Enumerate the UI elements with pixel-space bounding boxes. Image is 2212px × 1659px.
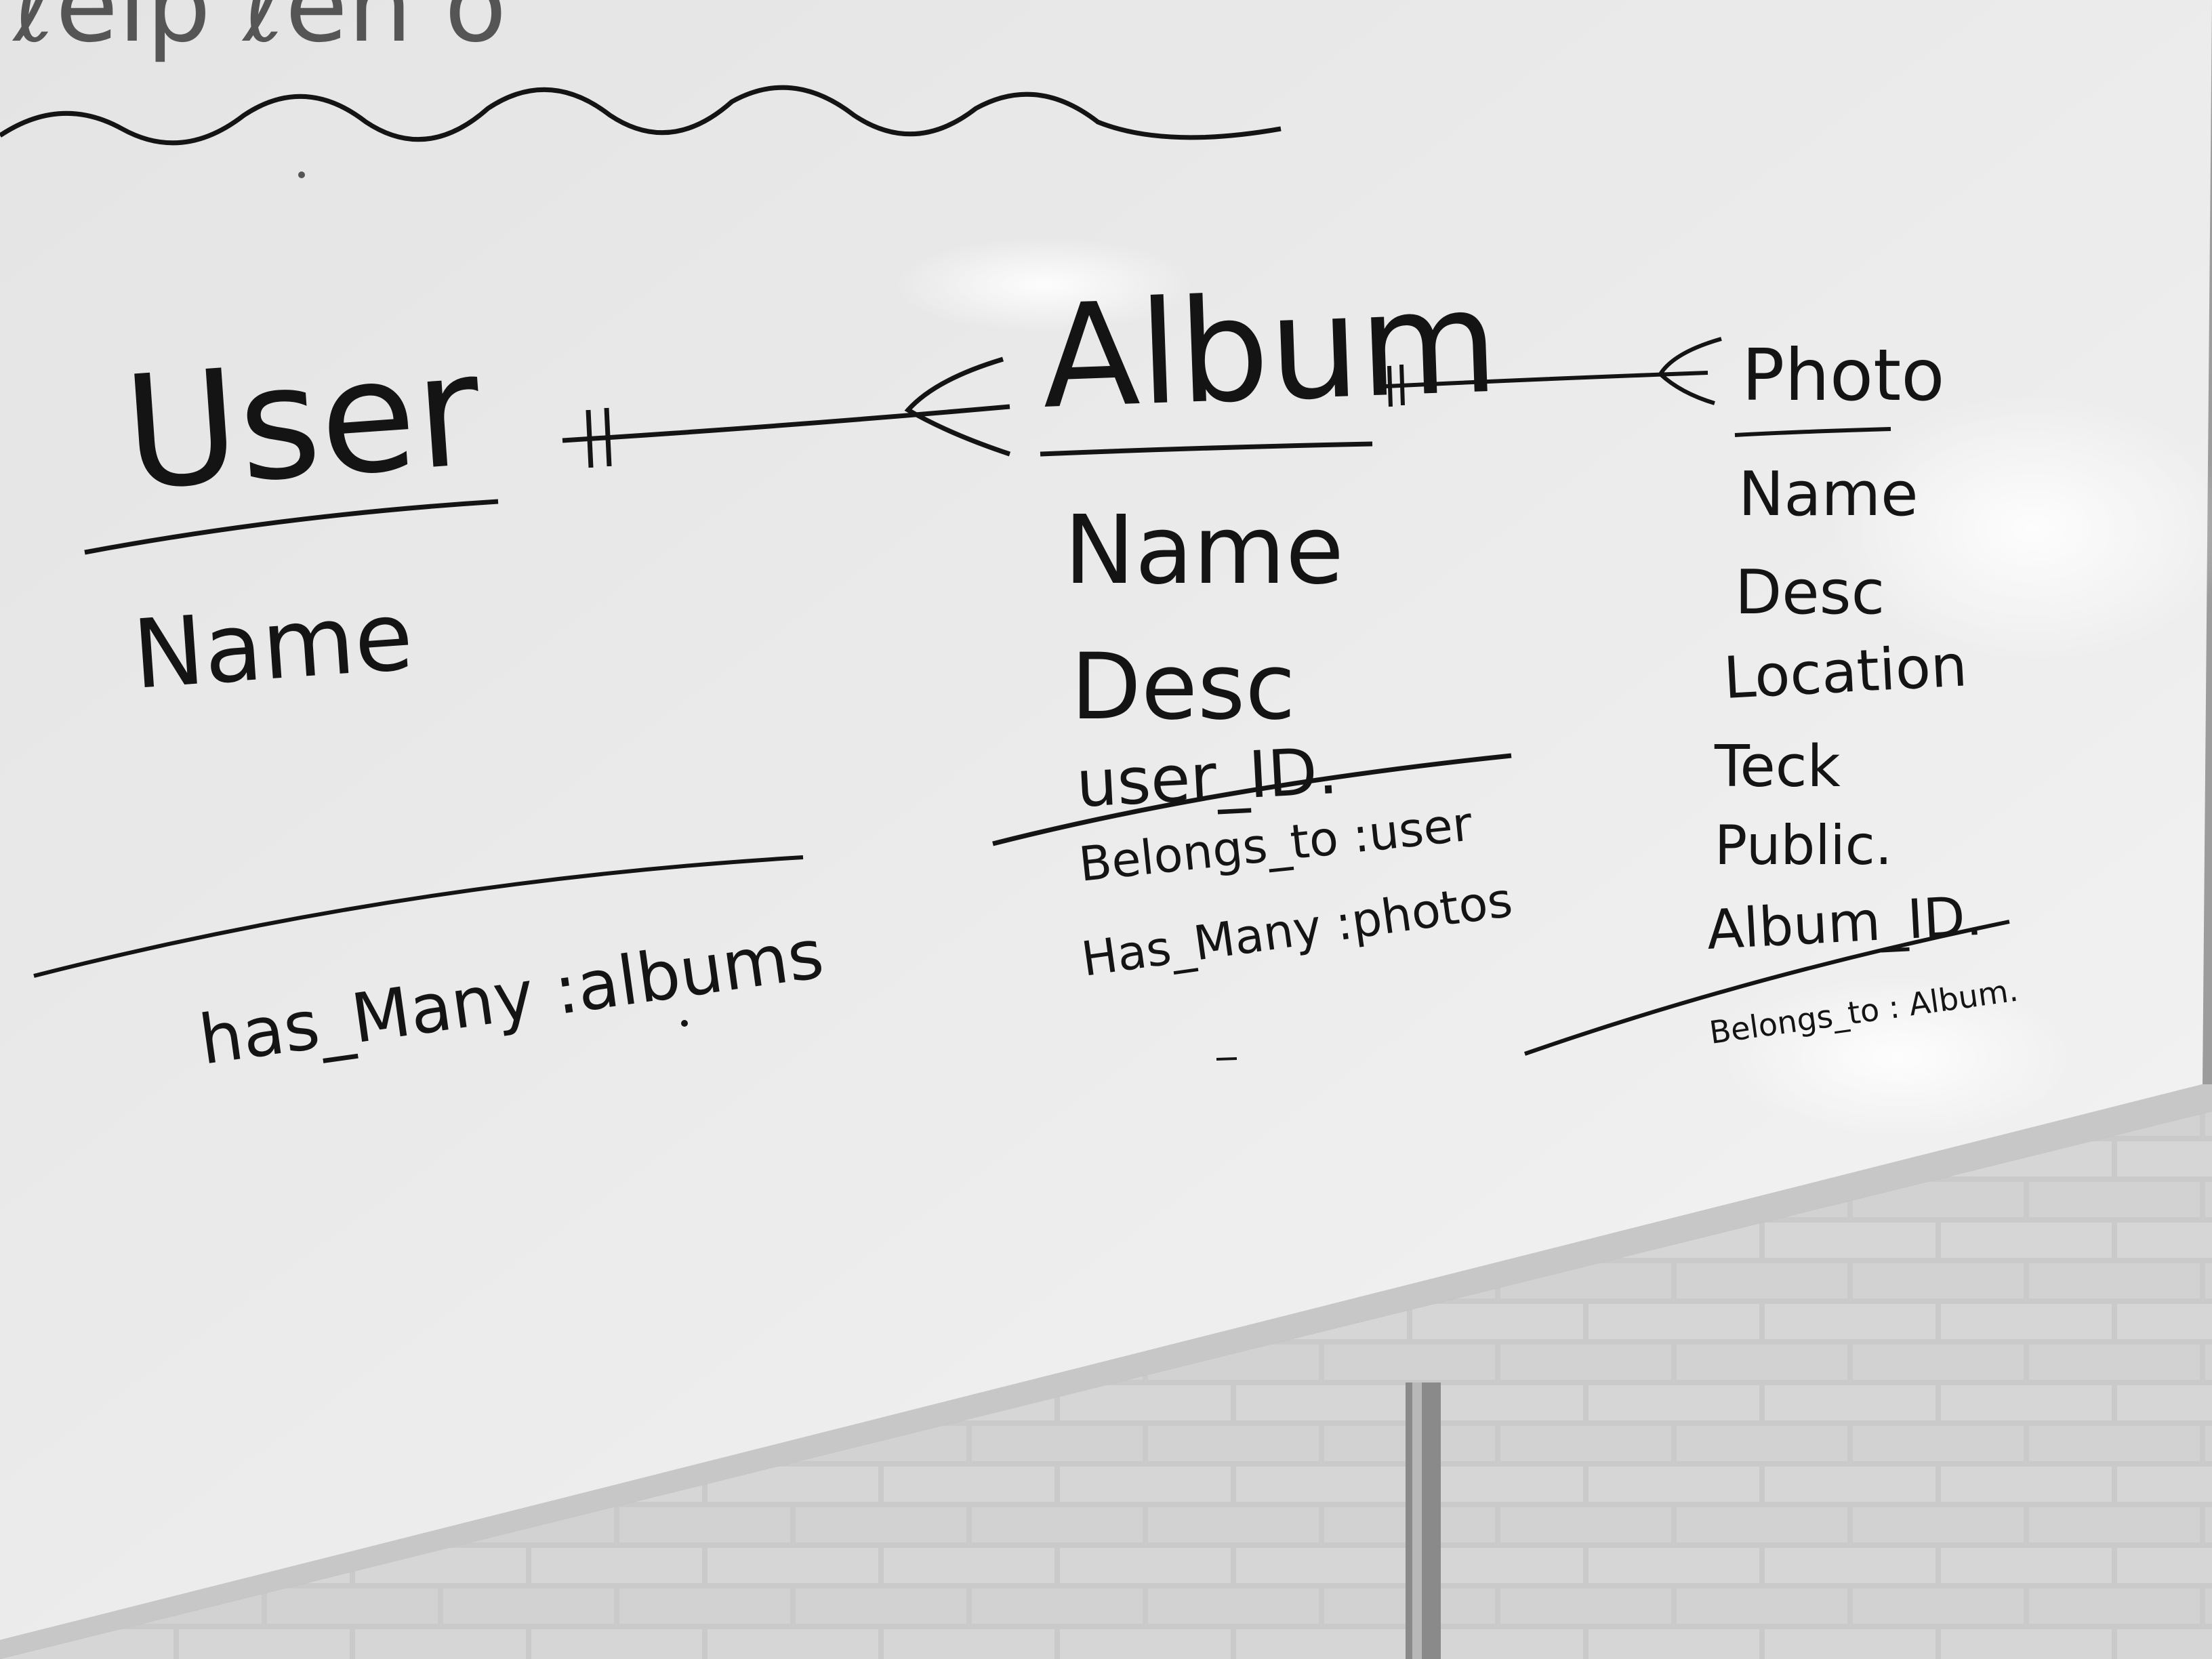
entity-photo-attr-location: Location	[1722, 632, 1969, 712]
entity-user-title-underline	[84, 499, 499, 555]
marker-dot	[681, 1020, 688, 1027]
relationship-album-photo	[1385, 337, 1722, 407]
entity-user-title: User	[119, 320, 486, 525]
one-marker-icon	[586, 407, 612, 468]
crow-foot-icon	[904, 356, 1011, 457]
entity-album-attr-name: Name	[1064, 495, 1344, 606]
entity-user-association-divider	[33, 855, 804, 978]
board-title-fragment: ℓelp ℓen o	[12, 0, 507, 65]
entity-photo-attr-album-id: Album_ID.	[1705, 884, 1984, 962]
entity-photo-attr-public: Public.	[1715, 814, 1892, 877]
entity-photo-attr-teck: Teck	[1714, 733, 1841, 800]
board-stand-pole	[1406, 1382, 1441, 1659]
light-reflection-right	[1721, 976, 2074, 1139]
entity-photo-association-divider	[1524, 920, 2010, 1056]
window-light-reflection	[1830, 393, 2212, 664]
relationship-user-album	[562, 356, 1011, 468]
entity-photo-attr-name: Name	[1738, 459, 1919, 530]
entity-photo-attr-desc: Desc	[1735, 557, 1885, 628]
board-edge-highlight	[0, 1084, 2212, 1659]
title-squiggle-underline	[0, 85, 1282, 146]
marker-speck	[298, 171, 305, 178]
entity-album-attr-desc: Desc	[1071, 634, 1296, 740]
entity-album-title-underline	[1040, 441, 1373, 457]
entity-user-attr-name: Name	[129, 581, 416, 711]
crow-foot-icon	[1658, 337, 1722, 405]
entity-photo-title: Photo	[1742, 334, 1945, 417]
entity-album-attr-user-id: user_ID.	[1074, 734, 1339, 822]
entity-photo-title-underline	[1734, 427, 1891, 437]
one-marker-icon	[1387, 364, 1405, 407]
relationship-line	[562, 404, 1010, 443]
entity-album-title: Album	[1039, 259, 1500, 441]
entity-album-association-divider	[992, 753, 1512, 846]
ceiling-light-reflection	[895, 237, 1193, 332]
